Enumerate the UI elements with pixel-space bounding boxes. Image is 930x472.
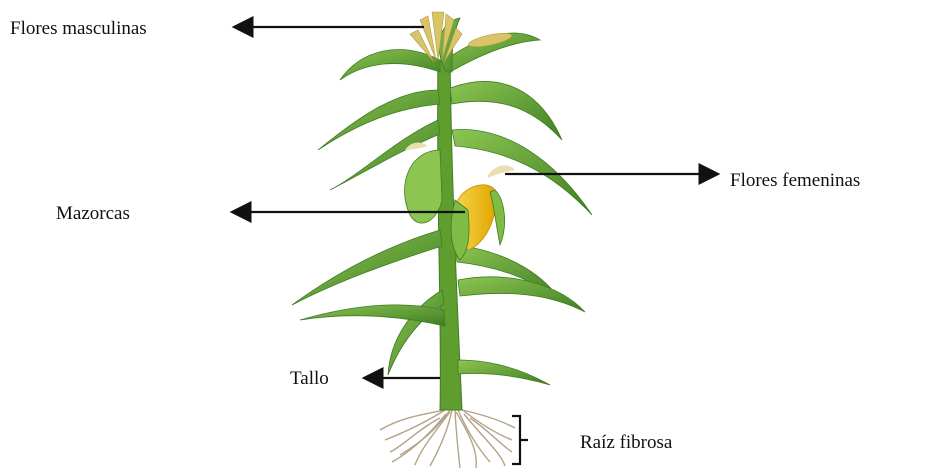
label-tallo: Tallo [290, 368, 329, 390]
label-flores-femeninas: Flores femeninas [730, 170, 860, 192]
bracket-raiz-fibrosa [512, 416, 528, 464]
label-flores-masculinas: Flores masculinas [10, 18, 147, 40]
label-mazorcas: Mazorcas [56, 203, 130, 225]
label-raiz-fibrosa: Raíz fibrosa [580, 432, 672, 454]
fibrous-roots [380, 408, 515, 468]
